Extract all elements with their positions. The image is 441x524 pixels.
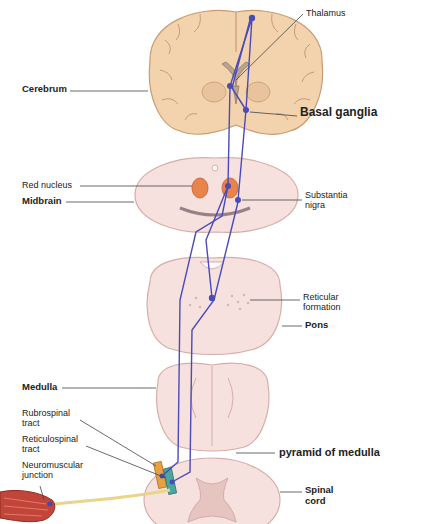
cerebrum-section xyxy=(149,10,322,134)
structure-label: Basal ganglia xyxy=(300,106,377,120)
structure-label: Pons xyxy=(305,320,328,331)
structure-label: Spinal cord xyxy=(305,485,345,507)
structure-label: Reticular formation xyxy=(303,292,359,313)
structure-label: pyramid of medulla xyxy=(279,446,380,459)
neuron-bodies xyxy=(160,15,256,485)
structure-label: Thalamus xyxy=(306,8,346,18)
structure-label: Medulla xyxy=(22,382,57,393)
structure-label: Reticulospinal tract xyxy=(22,434,84,455)
structure-label: Substantia nigra xyxy=(305,190,359,211)
structure-label: Cerebrum xyxy=(22,84,67,95)
structure-label: Midbrain xyxy=(22,196,62,207)
leader-lines xyxy=(40,14,303,500)
structure-label: Red nucleus xyxy=(22,180,72,190)
medulla-section xyxy=(157,363,269,451)
midbrain-section xyxy=(135,158,298,233)
pons-section xyxy=(147,257,281,354)
pathway-neurons xyxy=(162,18,252,482)
muscle-and-nerve xyxy=(0,490,170,522)
structure-label: Rubrospinal tract xyxy=(22,408,78,429)
structure-label: Neuromuscular junction xyxy=(22,460,84,481)
